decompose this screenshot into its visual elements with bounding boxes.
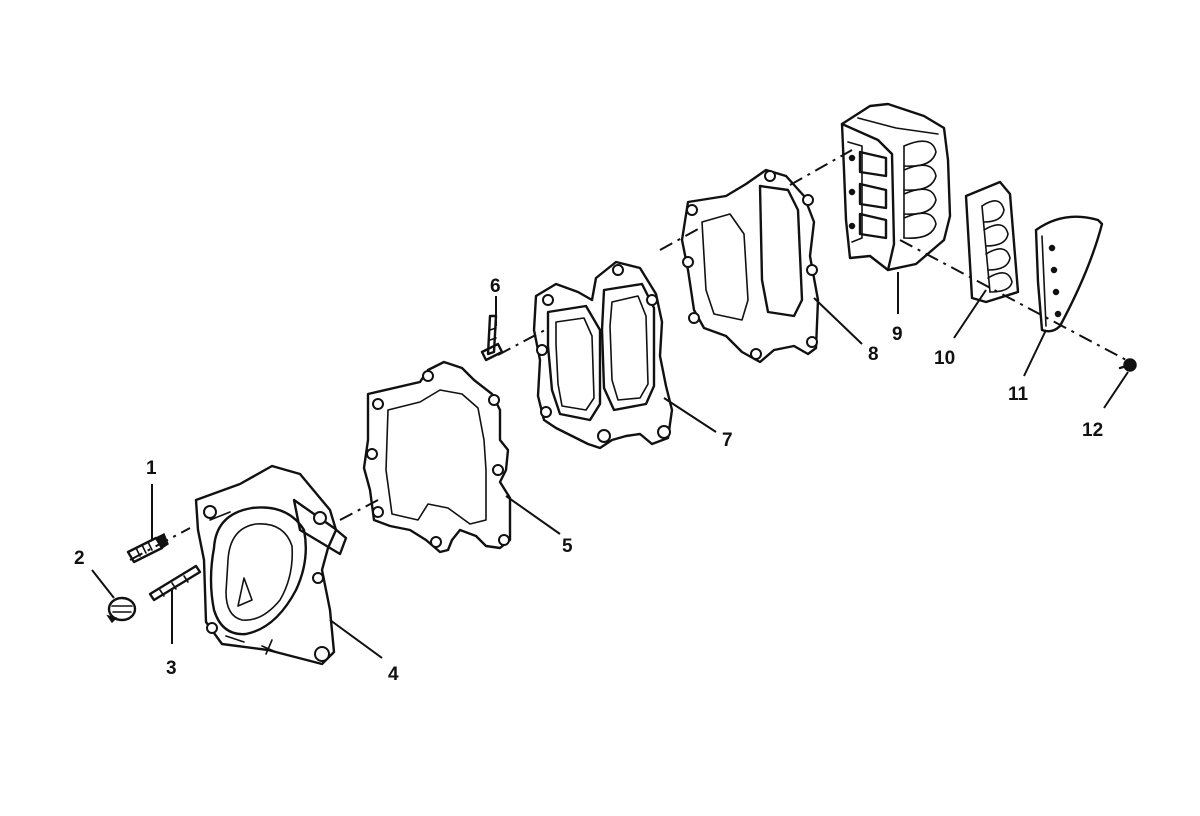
callout-5: 5 [562, 536, 573, 557]
part-4-adaptor-plate [194, 464, 348, 666]
assembly-axis [129, 149, 1131, 561]
part-9-reed-block [840, 102, 952, 272]
callout-11: 11 [1008, 384, 1029, 405]
callout-2: 2 [74, 548, 85, 569]
callout-10: 10 [934, 348, 955, 369]
part-7-reed-plate [532, 260, 674, 450]
callout-9: 9 [892, 324, 903, 345]
part-5-gasket [362, 360, 512, 554]
callout-3: 3 [166, 658, 177, 679]
leader-lines [91, 272, 1129, 659]
part-1-screw [126, 532, 169, 564]
part-3-pin [148, 564, 202, 602]
part-2-plug [106, 596, 137, 624]
callout-1: 1 [146, 458, 157, 479]
callout-4: 4 [388, 664, 399, 685]
callout-7: 7 [722, 430, 733, 451]
part-6-screw [480, 314, 504, 362]
callout-labels: 1 2 3 4 5 6 7 8 9 10 11 12 [74, 276, 1103, 685]
part-10-reed-petal [964, 180, 1020, 304]
callout-6: 6 [490, 276, 501, 297]
part-11-reed-stop [1034, 215, 1104, 333]
part-12-screw [1118, 358, 1137, 372]
callout-12: 12 [1082, 420, 1103, 441]
part-8-gasket [680, 168, 820, 364]
callout-8: 8 [868, 344, 879, 365]
